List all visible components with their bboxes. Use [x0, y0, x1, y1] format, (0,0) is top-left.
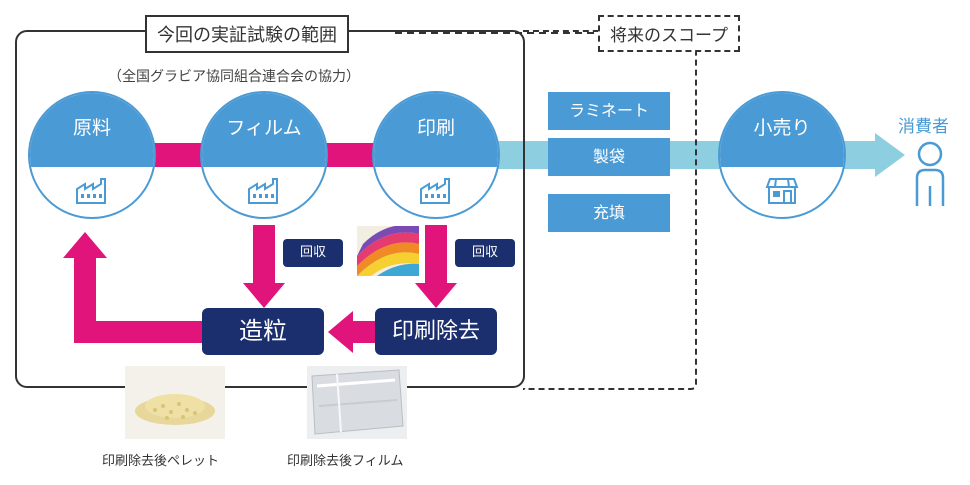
scope-title: 今回の実証試験の範囲: [145, 15, 349, 53]
step-filling: 充填: [548, 194, 670, 232]
node-film: フィルム: [200, 91, 328, 219]
printed-film-sample-image: [357, 226, 419, 276]
film-caption: 印刷除去後フィルム: [287, 454, 404, 469]
factory-icon: [248, 178, 278, 204]
person-icon: [915, 141, 945, 206]
removal-to-granulation-arrowhead: [328, 311, 353, 353]
step-lamination: ラミネート: [548, 92, 670, 130]
future-scope-title: 将来のスコープ: [598, 15, 740, 52]
node-printing-label: 印刷: [416, 117, 455, 139]
granulation-box: 造粒: [202, 308, 324, 355]
pellet-caption: 印刷除去後ペレット: [102, 454, 220, 469]
pellet-photo: [125, 366, 225, 439]
scope-subtitle: （全国グラビア協同組合連合会の協力）: [108, 69, 360, 85]
ink-removal-box: 印刷除去: [375, 308, 497, 355]
distribution-arrowhead: [875, 133, 905, 177]
film-recovery-arrow-shaft: [253, 225, 275, 285]
node-retail-label: 小売り: [753, 117, 811, 139]
step-bag-making: 製袋: [548, 138, 670, 176]
film-recovery-arrowhead: [243, 283, 285, 308]
node-printing: 印刷: [372, 91, 500, 219]
print-recovery-arrow-shaft: [425, 225, 447, 285]
factory-icon: [76, 178, 106, 204]
return-arrow-horizontal: [74, 321, 204, 343]
node-raw-material-label: 原料: [72, 117, 111, 139]
consumer-label: 消費者: [898, 117, 949, 137]
return-arrow-vertical: [74, 255, 96, 343]
recovery-tag-film: 回収: [283, 239, 343, 267]
node-retail: 小売り: [718, 91, 846, 219]
removal-to-granulation-shaft: [350, 321, 380, 343]
return-arrowhead: [63, 232, 107, 258]
store-icon: [765, 178, 799, 204]
node-film-label: フィルム: [226, 117, 302, 139]
factory-icon: [420, 178, 450, 204]
recovery-tag-print: 回収: [455, 239, 515, 267]
print-recovery-arrowhead: [415, 283, 457, 308]
node-raw-material: 原料: [28, 91, 156, 219]
clear-film-photo: [307, 366, 407, 439]
